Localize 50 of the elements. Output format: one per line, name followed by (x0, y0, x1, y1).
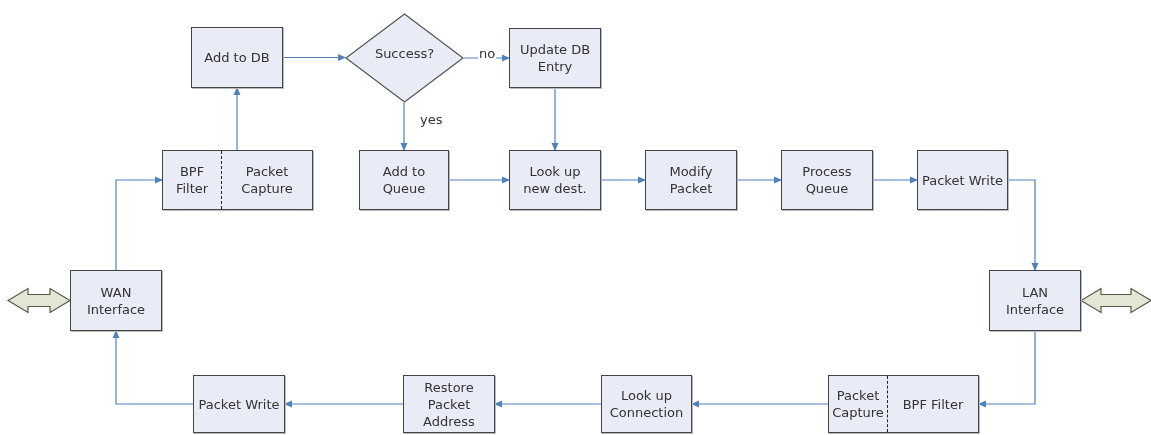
box-text: Restore Packet Address (422, 378, 476, 430)
arrow (551, 87, 559, 151)
arrow (448, 176, 510, 184)
process-box (193, 375, 285, 433)
arrow (494, 400, 602, 408)
arrow (736, 176, 782, 184)
process-box (917, 150, 1008, 210)
decision-text: Success? (374, 44, 435, 62)
box-text: Add to Queue (381, 163, 427, 197)
box-text: Update DB Entry (518, 41, 592, 75)
process-box (359, 150, 449, 210)
arrow (1007, 179, 1039, 271)
arrow (233, 87, 241, 151)
arrow (112, 330, 194, 405)
box-text: Process Queue (801, 163, 853, 197)
arrow (282, 54, 346, 61)
process-box (191, 27, 283, 88)
double-block-arrow (6, 287, 72, 314)
box-text: LAN Interface (1004, 283, 1066, 318)
box-text: Packet Capture (831, 387, 885, 421)
arrow (284, 400, 404, 408)
process-box (601, 375, 692, 433)
split-process-box (162, 150, 313, 210)
box-text: Packet Capture (240, 163, 294, 197)
box-text: Look up Connection (608, 387, 685, 421)
box-text: BPF Filter (902, 395, 964, 413)
arrow (978, 330, 1036, 408)
process-box (781, 150, 873, 210)
box-text: Modify Packet (668, 163, 714, 197)
arrow (400, 102, 408, 151)
arrow (463, 54, 510, 62)
arrow (872, 176, 918, 184)
box-text: Look up new dest. (522, 163, 588, 197)
process-box (509, 28, 601, 88)
process-box (70, 270, 162, 331)
double-block-arrow (1079, 287, 1151, 314)
process-box (403, 375, 495, 433)
box-text: WAN Interface (85, 283, 147, 318)
arrow (691, 400, 829, 408)
box-text: Packet Write (922, 171, 1003, 189)
box-text: Add to DB (204, 49, 270, 66)
arrow (600, 176, 646, 184)
decision-diamond (345, 13, 464, 103)
process-box (645, 150, 737, 210)
process-box (989, 270, 1081, 331)
arrow (115, 176, 163, 271)
process-box (509, 150, 601, 210)
box-text: Packet Write (198, 395, 280, 413)
split-process-box (828, 375, 979, 433)
box-text: BPF Filter (174, 163, 210, 197)
